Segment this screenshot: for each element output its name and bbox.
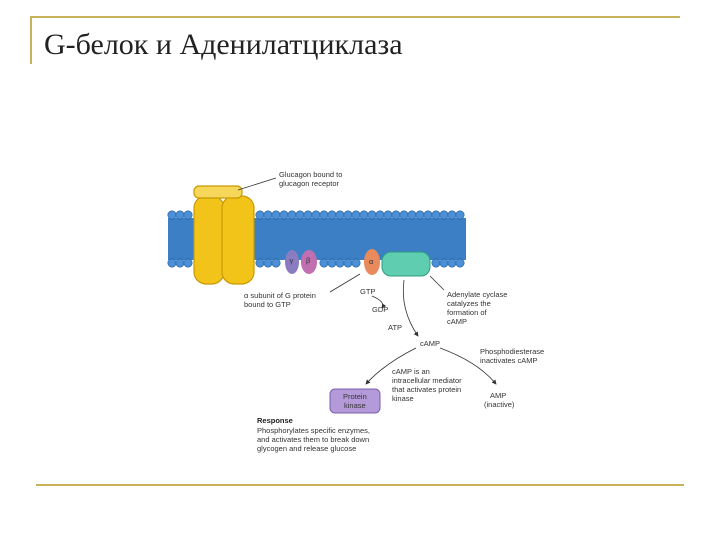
lipid-head [432, 259, 440, 267]
camp-mediator-3: that activates protein [392, 385, 461, 394]
alpha-pointer [330, 274, 360, 292]
cyclase-label-4: cAMP [447, 317, 467, 326]
receptor-label-1: Glucagon bound to [279, 170, 342, 179]
kinase-label-2: kinase [344, 401, 366, 410]
lipid-head [376, 211, 384, 219]
adenylate-cyclase [382, 252, 430, 276]
lipid-head [352, 259, 360, 267]
response-text-2: and activates them to break down [257, 435, 369, 444]
cyclase-label-2: catalyzes the [447, 299, 491, 308]
lipid-head [352, 211, 360, 219]
alpha-label: α [369, 257, 374, 266]
lipid-head [296, 211, 304, 219]
lipid-head [440, 211, 448, 219]
camp-label: cAMP [420, 339, 440, 348]
camp-mediator-4: kinase [392, 394, 414, 403]
lipid-head [256, 211, 264, 219]
lipid-head [168, 259, 176, 267]
lipid-head [328, 211, 336, 219]
lipid-head [168, 211, 176, 219]
lipid-head [400, 211, 408, 219]
lipid-head [448, 211, 456, 219]
lipid-head [272, 259, 280, 267]
atp-label: ATP [388, 323, 402, 332]
lipid-head [184, 259, 192, 267]
alpha-subunit-label-2: bound to GTP [244, 300, 291, 309]
lipid-head [448, 259, 456, 267]
lipid-head [176, 211, 184, 219]
lipid-head [408, 211, 416, 219]
lipid-head [392, 211, 400, 219]
lipid-head [264, 259, 272, 267]
cyclase-label-3: formation of [447, 308, 488, 317]
gtp-label: GTP [360, 287, 375, 296]
receptor-label-2: glucagon receptor [279, 179, 340, 188]
lipid-head [256, 259, 264, 267]
lipid-head [440, 259, 448, 267]
amp-label-2: (inactive) [484, 400, 515, 409]
lipid-head [432, 211, 440, 219]
lipid-head [328, 259, 336, 267]
lipid-head [312, 211, 320, 219]
glucagon-ligand [194, 186, 242, 198]
receptor-pointer [238, 178, 276, 190]
response-text-1: Phosphorylates specific enzymes, [257, 426, 370, 435]
lipid-head [456, 259, 464, 267]
gdp-label: GDP [372, 305, 388, 314]
lipid-head [184, 211, 192, 219]
receptor-left-lobe [194, 196, 224, 284]
alpha-subunit-label-1: α subunit of G protein [244, 291, 316, 300]
amp-label-1: AMP [490, 391, 506, 400]
lipid-head [176, 259, 184, 267]
lipid-head [424, 211, 432, 219]
beta-label: β [306, 256, 311, 265]
lipid-head [384, 211, 392, 219]
lipid-head [264, 211, 272, 219]
receptor-right-lobe [222, 196, 254, 284]
lipid-head [344, 259, 352, 267]
cyclase-label-1: Adenylate cyclase [447, 290, 507, 299]
lipid-head [320, 211, 328, 219]
kinase-label-1: Protein [343, 392, 367, 401]
cyclase-pointer [430, 276, 444, 290]
camp-mediator-1: cAMP is an [392, 367, 430, 376]
lipid-head [344, 211, 352, 219]
response-text-3: glycogen and release glucose [257, 444, 356, 453]
lipid-head [368, 211, 376, 219]
atp-to-camp-arrow [403, 280, 418, 336]
lipid-head [288, 211, 296, 219]
lipid-head [416, 211, 424, 219]
lipid-head [336, 259, 344, 267]
lipid-head [280, 211, 288, 219]
lipid-head [456, 211, 464, 219]
pde-label-1: Phosphodiesterase [480, 347, 544, 356]
lipid-head [360, 211, 368, 219]
glucagon-receptor [194, 186, 254, 284]
pde-label-2: inactivates cAMP [480, 356, 538, 365]
lipid-head [272, 211, 280, 219]
camp-mediator-2: intracellular mediator [392, 376, 462, 385]
gamma-label: γ [290, 256, 294, 265]
lipid-head [304, 211, 312, 219]
lipid-head [336, 211, 344, 219]
response-title: Response [257, 416, 293, 425]
lipid-head [320, 259, 328, 267]
